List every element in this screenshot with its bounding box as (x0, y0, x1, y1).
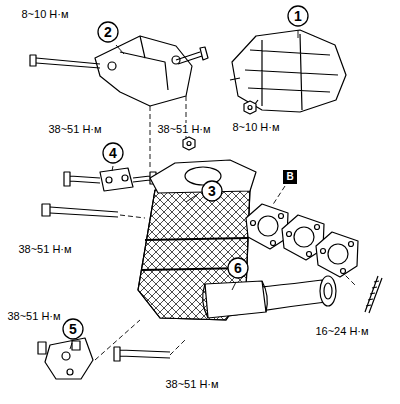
gaskets-stroke (316, 232, 358, 277)
upper-bracket-stroke (95, 36, 192, 106)
callout-circle: 5 (62, 318, 84, 340)
front-pipe-stroke (203, 281, 268, 318)
leader-lines-stroke (298, 30, 299, 38)
nut-top-stroke (187, 142, 191, 146)
lower-bracket-stroke (67, 369, 73, 375)
leader-lines-stroke (112, 166, 113, 171)
callout-circle: 3 (201, 180, 223, 202)
bracket-bolts-top (30, 47, 208, 68)
callout-ring (288, 6, 308, 26)
callout-number: 3 (208, 184, 216, 198)
callout-number: 6 (234, 261, 242, 275)
callout-circle: 4 (102, 142, 124, 164)
callout-ring (63, 319, 83, 339)
long-bolt-stroke (42, 204, 50, 216)
lower-bracket (38, 338, 93, 379)
heat-shield-nut (244, 101, 256, 114)
bracket-bolts-top-stroke (36, 58, 100, 68)
marker-fill (283, 170, 297, 184)
torque-label: 38~51 Н·м (164, 378, 219, 390)
mount-bracket-4-stroke (122, 175, 128, 181)
torque-label: 38~51 Н·м (156, 123, 211, 135)
dashed-guides-stroke (170, 340, 185, 355)
bottom-bolt-stroke (114, 347, 170, 361)
callout-number: 5 (69, 322, 77, 336)
heat-shield-stroke (232, 30, 346, 112)
front-pipe (203, 276, 336, 318)
dashed-guides-stroke (120, 215, 145, 218)
leader-lines-stroke (116, 45, 124, 54)
torque-label: 8~10 Н·м (231, 121, 280, 133)
leader-lines-stroke (186, 194, 198, 202)
front-pipe-stroke (205, 281, 266, 318)
heat-shield-stroke (245, 34, 338, 110)
nut-top-stroke (183, 137, 195, 150)
leader-lines-stroke (232, 282, 236, 290)
nut-top (183, 137, 195, 150)
dashed-guides (95, 96, 355, 360)
torque-label: 38~51 Н·м (6, 310, 61, 322)
long-bolt-stroke (50, 207, 118, 217)
dashed-guides-stroke (272, 186, 285, 206)
upper-bracket-stroke (120, 36, 168, 90)
gaskets (246, 204, 358, 277)
callout-number: 1 (294, 9, 302, 23)
torque-label: 38~51 Н·м (47, 123, 102, 135)
mount-bracket-4-stroke (100, 168, 133, 191)
bottom-bolt (114, 347, 170, 361)
view-letter: B (286, 172, 293, 182)
callout-circle: 2 (97, 21, 119, 43)
bracket-bolts-top-stroke (30, 55, 36, 66)
callout-ring (103, 143, 123, 163)
callout-number: 4 (109, 146, 117, 160)
upper-bracket (95, 36, 192, 106)
callout-circle: 1 (287, 5, 309, 27)
callout-ring (228, 258, 248, 278)
lower-bracket-stroke (72, 341, 80, 350)
heat-shield-nut-stroke (244, 101, 256, 114)
callout-number: 2 (104, 25, 112, 39)
stud-pipe-stroke (365, 276, 382, 313)
front-pipe-stroke (320, 276, 336, 306)
gaskets-stroke (246, 204, 288, 249)
dashed-guides-stroke (95, 320, 140, 360)
upper-bracket-stroke (108, 62, 116, 70)
stud-pipe (365, 276, 382, 313)
leader-lines-stroke (70, 343, 72, 349)
front-pipe-stroke (324, 283, 332, 299)
view-marker: B (283, 170, 297, 184)
lower-bracket-stroke (62, 352, 70, 360)
leader-lines (70, 30, 298, 349)
lower-bracket-stroke (38, 342, 46, 354)
mount-bracket-4-stroke (106, 177, 112, 183)
heat-shield-nut-stroke (248, 106, 252, 110)
callout-circle: 6 (227, 257, 249, 279)
long-bolt (42, 204, 118, 217)
dashed-guides-stroke (150, 106, 151, 170)
callout-ring (202, 181, 222, 201)
stud-pipe-stroke (366, 281, 379, 306)
heat-shield (230, 30, 346, 112)
lower-bracket-stroke (45, 338, 93, 379)
torque-label: 8~10 Н·м (20, 8, 69, 20)
callout-ring (98, 22, 118, 42)
mount-bracket-4-stroke (64, 172, 100, 186)
torque-label: 16~24 Н·м (314, 325, 369, 337)
torque-label: 38~51 Н·м (17, 243, 72, 255)
mount-bracket-4 (64, 168, 156, 191)
bracket-bolts-top-stroke (176, 47, 208, 64)
